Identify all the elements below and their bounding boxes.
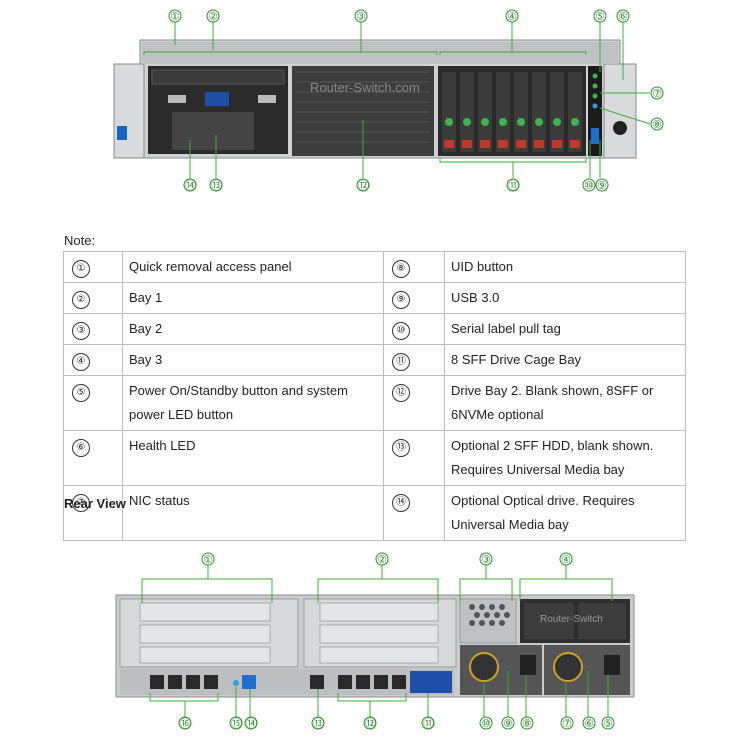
rear-callout-15: ⑮ bbox=[231, 717, 242, 730]
table-row: ③ Bay 2 ⑩ Serial label pull tag bbox=[63, 313, 686, 345]
front-view-diagram: Router-Switch.com bbox=[113, 9, 664, 192]
row-desc-left: NIC status bbox=[122, 485, 384, 541]
row-desc-right: Optional Optical drive. Requires Univers… bbox=[444, 485, 686, 541]
row-desc-right: Serial label pull tag bbox=[444, 313, 686, 345]
rear-callout-10: ⑩ bbox=[481, 718, 491, 730]
row-number-right: ⑧ bbox=[392, 260, 410, 278]
callout-7: ⑦ bbox=[652, 88, 662, 100]
rear-callout-5: ⑤ bbox=[603, 718, 613, 730]
flr-ethernet-port bbox=[150, 675, 164, 689]
rear-callout-3: ③ bbox=[481, 554, 491, 566]
row-desc-right: Optional 2 SFF HDD, blank shown. Require… bbox=[444, 430, 686, 486]
ilo-port bbox=[310, 675, 324, 689]
row-number-right: ⑪ bbox=[392, 353, 410, 371]
rear-callout-2: ② bbox=[377, 554, 387, 566]
callout-8: ⑧ bbox=[652, 119, 662, 131]
callout-2: ② bbox=[208, 11, 218, 23]
row-number-left: ③ bbox=[72, 322, 90, 340]
callout-9: ⑨ bbox=[597, 180, 607, 192]
callout-13: ⑬ bbox=[211, 179, 222, 192]
bay-3-vent bbox=[459, 598, 517, 644]
rear-vga-port bbox=[410, 671, 452, 693]
row-desc-left: Bay 3 bbox=[122, 344, 384, 376]
rear-callout-11: ⑪ bbox=[423, 717, 434, 730]
callout-3: ③ bbox=[356, 11, 366, 23]
row-desc-right: UID button bbox=[444, 251, 686, 283]
onboard-ethernet-port bbox=[338, 675, 352, 689]
table-row: ④ Bay 3 ⑪ 8 SFF Drive Cage Bay bbox=[63, 344, 686, 376]
hp-logo-icon bbox=[613, 121, 627, 135]
row-number-left: ⑤ bbox=[72, 384, 90, 402]
callout-11: ⑪ bbox=[508, 179, 519, 192]
callout-6: ⑥ bbox=[618, 11, 628, 23]
rear-callout-9: ⑨ bbox=[503, 718, 513, 730]
front-callouts: ① ② ③ ④ ⑤ ⑥ ⑦ ⑧ ⑭ ⑬ ⑫ ⑪ ⑩ ⑨ bbox=[168, 9, 664, 192]
table-row: ⑤ Power On/Standby button and system pow… bbox=[63, 375, 686, 431]
row-desc-right: Drive Bay 2. Blank shown, 8SFF or 6NVMe … bbox=[444, 375, 686, 431]
rear-usb-ports bbox=[242, 675, 256, 689]
rear-callout-7: ⑦ bbox=[562, 718, 572, 730]
vga-port bbox=[205, 92, 229, 106]
rear-callout-4: ④ bbox=[561, 554, 571, 566]
callout-5: ⑤ bbox=[595, 11, 605, 23]
row-number-right: ⑨ bbox=[392, 291, 410, 309]
optical-drive bbox=[151, 69, 285, 85]
rear-callout-14: ⑭ bbox=[246, 717, 257, 730]
row-number-right: ⑫ bbox=[392, 384, 410, 402]
table-row: ② Bay 1 ⑨ USB 3.0 bbox=[63, 282, 686, 314]
row-number-right: ⑩ bbox=[392, 322, 410, 340]
usb-port bbox=[591, 128, 599, 144]
row-desc-right: 8 SFF Drive Cage Bay bbox=[444, 344, 686, 376]
row-desc-right: USB 3.0 bbox=[444, 282, 686, 314]
row-desc-left: Bay 2 bbox=[122, 313, 384, 345]
callout-10: ⑩ bbox=[584, 180, 594, 192]
rear-callout-12: ⑫ bbox=[365, 717, 376, 730]
row-desc-left: Bay 1 bbox=[122, 282, 384, 314]
row-desc-left: Health LED bbox=[122, 430, 384, 486]
row-number-right: ⑬ bbox=[392, 439, 410, 457]
row-number-left: ⑥ bbox=[72, 439, 90, 457]
top-access-panel bbox=[142, 42, 618, 64]
front-watermark: Router-Switch.com bbox=[310, 80, 420, 95]
rear-callouts: ① ② ③ ④ ⑯ ⑮ ⑭ ⑬ ⑫ ⑪ ⑩ ⑨ ⑧ ⑦ ⑥ ⑤ bbox=[178, 552, 615, 730]
callout-12: ⑫ bbox=[358, 179, 369, 192]
sff-hdd-blank bbox=[172, 112, 254, 150]
note-label: Note: bbox=[64, 233, 96, 248]
row-desc-left: Power On/Standby button and system power… bbox=[122, 375, 384, 431]
rear-view-title: Rear View bbox=[64, 496, 126, 511]
rear-callout-13: ⑬ bbox=[313, 717, 324, 730]
row-number-left: ② bbox=[72, 291, 90, 309]
rear-callout-6: ⑥ bbox=[584, 718, 594, 730]
row-number-left: ④ bbox=[72, 353, 90, 371]
row-number-left: ⑦ bbox=[72, 494, 90, 512]
row-number-left: ① bbox=[72, 260, 90, 278]
rear-view-diagram: Router-Switch bbox=[115, 552, 635, 730]
callout-14: ⑭ bbox=[185, 179, 196, 192]
table-row: ① Quick removal access panel ⑧ UID butto… bbox=[63, 251, 686, 283]
rear-callout-1: ① bbox=[203, 554, 213, 566]
rear-callout-8: ⑧ bbox=[522, 718, 532, 730]
table-row: ⑥ Health LED ⑬ Optional 2 SFF HDD, blank… bbox=[63, 430, 686, 486]
rear-callout-16: ⑯ bbox=[180, 717, 191, 730]
row-number-right: ⑭ bbox=[392, 494, 410, 512]
callout-1: ① bbox=[170, 11, 180, 23]
uid-icon bbox=[233, 680, 239, 686]
row-desc-left: Quick removal access panel bbox=[122, 251, 384, 283]
rear-watermark: Router-Switch bbox=[540, 614, 603, 625]
left-ear bbox=[113, 63, 145, 159]
table-row: ⑦ NIC status ⑭ Optional Optical drive. R… bbox=[63, 485, 686, 541]
notes-table: ① Quick removal access panel ⑧ UID butto… bbox=[63, 251, 686, 541]
callout-4: ④ bbox=[507, 11, 517, 23]
